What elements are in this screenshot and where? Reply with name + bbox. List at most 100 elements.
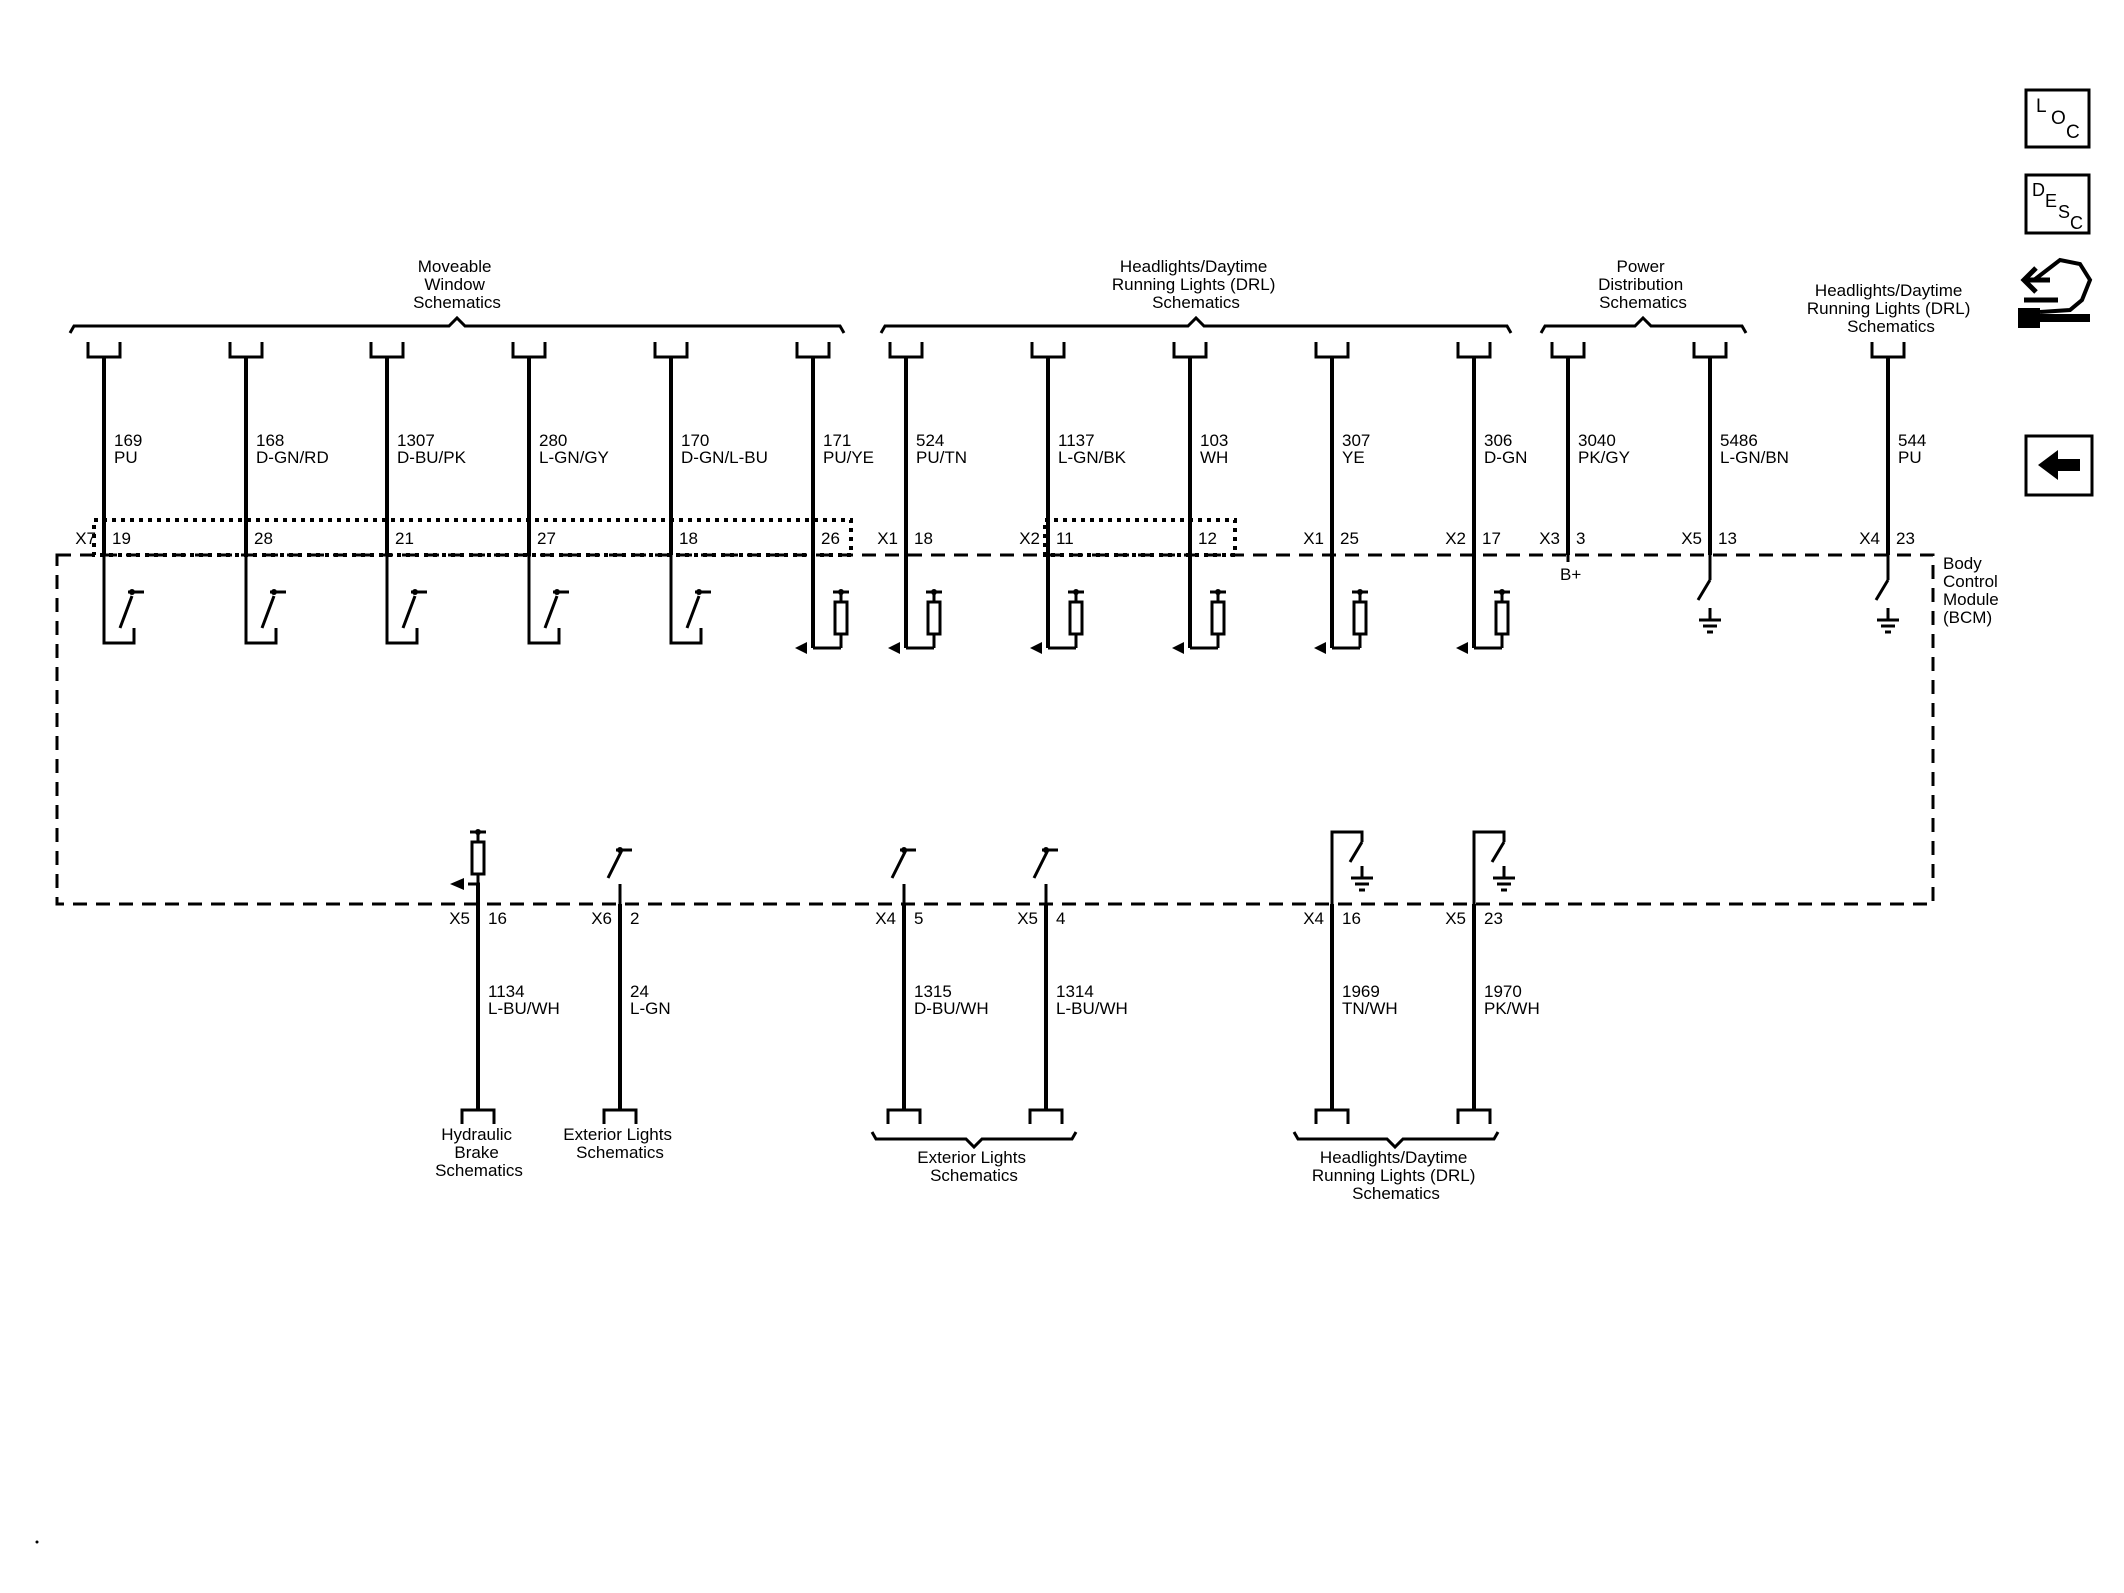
switch-return	[669, 555, 703, 645]
bottom-group-drl-label[interactable]: Headlights/Daytime Running Lights (DRL) …	[1312, 1148, 1480, 1203]
circuit-number: 1969	[1342, 982, 1380, 1001]
wire-color: L-BU/WH	[1056, 999, 1128, 1018]
switch-contact	[1348, 841, 1364, 863]
circuit-number: 1307	[397, 431, 435, 450]
pin-number: 27	[537, 529, 556, 548]
pin-number: 5	[914, 909, 923, 928]
connector-terminal	[460, 1108, 496, 1124]
signal-arrow	[888, 642, 900, 654]
circuit-number: 1137	[1058, 431, 1095, 450]
connector-terminal	[1456, 1108, 1492, 1124]
connector-terminal	[888, 342, 924, 359]
wire-color: D-BU/WH	[914, 999, 989, 1018]
wire-color: PU	[1898, 448, 1922, 467]
wire-color: YE	[1342, 448, 1365, 467]
back-button[interactable]	[2024, 434, 2094, 497]
svg-text:C: C	[2066, 122, 2080, 143]
connector-terminal	[653, 342, 689, 359]
circuit-number: 103	[1200, 431, 1228, 450]
pin-number: 18	[914, 529, 933, 548]
connector-terminal	[795, 342, 831, 359]
switch-contact	[685, 595, 701, 629]
switch-contact	[1874, 579, 1890, 601]
circuit-number: 5486	[1720, 431, 1758, 450]
connector-id: X5	[1445, 909, 1466, 928]
svg-text:L: L	[2036, 96, 2047, 117]
top-group-moveable-window-label[interactable]: Moveable Window Schematics	[413, 257, 501, 312]
connector-id: X1	[877, 529, 898, 548]
signal-arrow	[1172, 642, 1184, 654]
signal-arrow	[1456, 642, 1468, 654]
top-group-power-distribution-label[interactable]: Power Distribution Schematics	[1598, 257, 1688, 312]
svg-text:C: C	[2070, 213, 2083, 233]
bottom-group-hydraulic-brake-label[interactable]: Hydraulic Brake Schematics	[435, 1125, 523, 1180]
connector-terminal	[1456, 342, 1492, 359]
pin-number: 16	[1342, 909, 1361, 928]
loc-icon	[2024, 88, 2091, 149]
bottom-group-exterior-lights-label[interactable]: Exterior Lights Schematics	[563, 1125, 676, 1162]
loc-button[interactable]: L O C	[2024, 88, 2091, 149]
svg-text:E: E	[2045, 191, 2057, 211]
switch-contact	[1696, 579, 1712, 601]
connector-terminal	[1692, 342, 1728, 359]
connector-end-view-button[interactable]	[2018, 257, 2093, 328]
pin-number: 4	[1056, 909, 1065, 928]
circuit-number: 307	[1342, 431, 1370, 450]
circuit-number: 1315	[914, 982, 952, 1001]
wire-color: WH	[1200, 448, 1228, 467]
x2-connector-box	[1043, 518, 1237, 557]
circuit-number: 1970	[1484, 982, 1522, 1001]
pin-number: 19	[112, 529, 131, 548]
wire-color: D-GN/L-BU	[681, 448, 768, 467]
circuit-number: 1134	[488, 982, 525, 1001]
switch-contact	[118, 595, 134, 629]
switch-contact	[890, 849, 908, 879]
connector-terminal	[511, 342, 547, 359]
connector-terminal	[1028, 1108, 1064, 1124]
pin-number: 16	[488, 909, 507, 928]
wire-color: L-GN/BN	[1720, 448, 1789, 467]
connector-terminal	[369, 342, 405, 359]
wire-color: L-GN/GY	[539, 448, 609, 467]
pin-number: 23	[1484, 909, 1503, 928]
wire-color: L-BU/WH	[488, 999, 560, 1018]
connector-id: X2	[1019, 529, 1040, 548]
circuit-number: 171	[823, 431, 851, 450]
wire-color: L-GN/BK	[1058, 448, 1127, 467]
top-group-drl-2-label[interactable]: Headlights/Daytime Running Lights (DRL) …	[1807, 281, 1975, 336]
switch-contact	[606, 849, 624, 879]
desc-icon	[2024, 173, 2091, 235]
circuit-number: 169	[114, 431, 142, 450]
desc-button[interactable]: D E S C	[2024, 173, 2091, 235]
connector-terminal	[86, 342, 122, 359]
signal-arrow	[450, 878, 464, 890]
circuit-number: 1314	[1056, 982, 1094, 1001]
connector-end-view-icon	[2018, 257, 2093, 328]
top-group-drl-label[interactable]: Headlights/Daytime Running Lights (DRL) …	[1112, 257, 1280, 312]
wire-color: D-BU/PK	[397, 448, 467, 467]
circuit-number: 524	[916, 431, 944, 450]
bottom-group-exterior-lights-2-label[interactable]: Exterior Lights Schematics	[917, 1148, 1030, 1185]
signal-arrow	[1314, 642, 1326, 654]
